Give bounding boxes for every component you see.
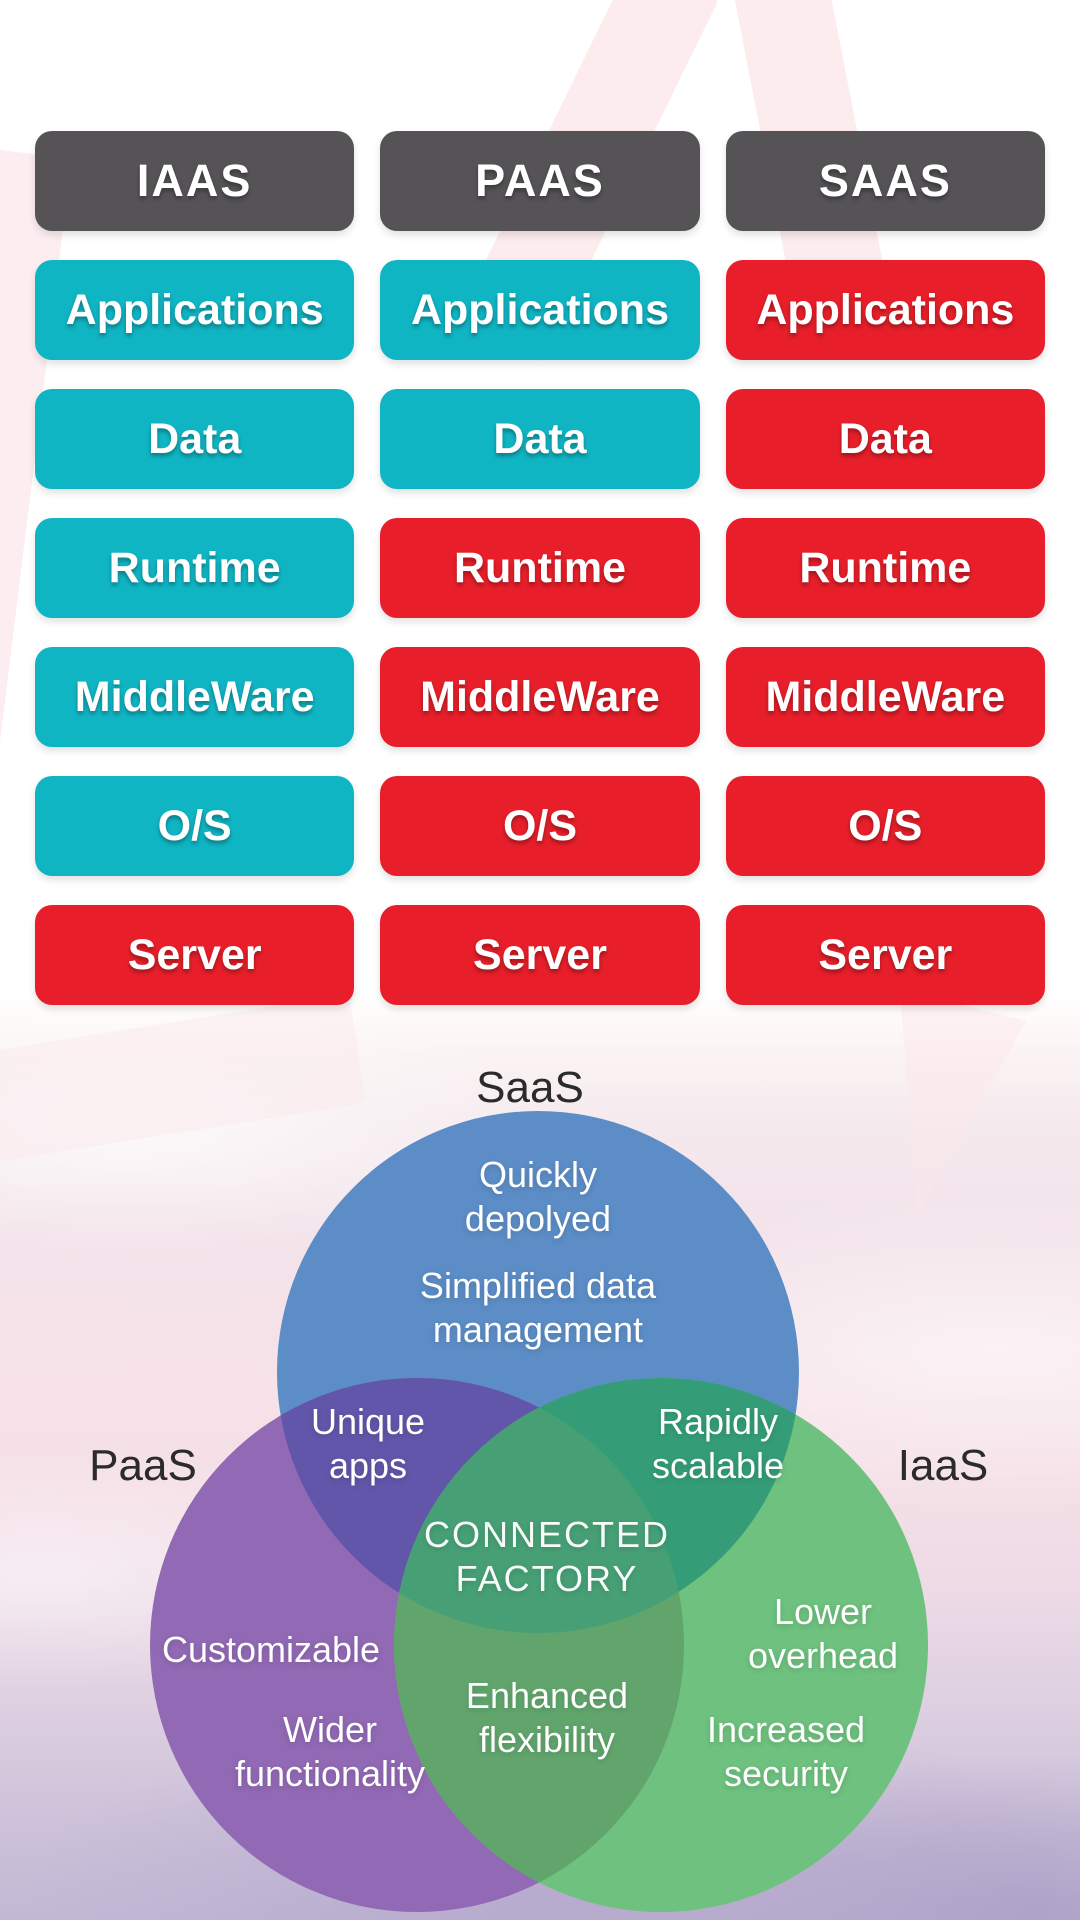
cell-iaas-middleware: MiddleWare: [35, 647, 355, 747]
iaas-benefit-increased-security: Increased security: [706, 1709, 866, 1794]
cell-paas-applications: Applications: [380, 260, 700, 360]
header-paas: PAAS: [380, 131, 700, 231]
cell-paas-data: Data: [380, 389, 700, 489]
cell-iaas-runtime: Runtime: [35, 518, 355, 618]
cell-saas-data: Data: [725, 389, 1045, 489]
venn-diagram: [150, 1111, 928, 1912]
iaas-benefit-lower-overhead: Lower overhead: [747, 1591, 899, 1676]
saas-iaas-benefit-rapidly-scalable: Rapidly scalable: [651, 1401, 785, 1486]
saas-benefit-simplified-data: Simplified data management: [419, 1265, 657, 1350]
header-iaas: IAAS: [35, 131, 355, 231]
paas-benefit-wider-functionality: Wider functionality: [234, 1709, 426, 1794]
triple-overlap: [394, 1378, 684, 1633]
cell-saas-server: Server: [725, 905, 1045, 1005]
cell-iaas-applications: Applications: [35, 260, 355, 360]
center-connected-factory: CONNECTED FACTORY: [423, 1514, 671, 1599]
cell-saas-middleware: MiddleWare: [725, 647, 1045, 747]
cell-iaas-os: O/S: [35, 776, 355, 876]
saas-paas-benefit-unique-apps: Unique apps: [310, 1401, 426, 1486]
cell-iaas-server: Server: [35, 905, 355, 1005]
header-saas: SAAS: [725, 131, 1045, 231]
cell-iaas-data: Data: [35, 389, 355, 489]
paas-label: PaaS: [89, 1441, 197, 1490]
paas-iaas-benefit-enhanced-flexibility: Enhanced flexibility: [465, 1675, 629, 1760]
saas-benefit-quickly-deployed: Quickly depolyed: [464, 1154, 612, 1239]
iaas-label: IaaS: [897, 1441, 989, 1490]
service-stack-grid: IAAS PAAS SAAS Applications Applications…: [35, 131, 1045, 1005]
paas-benefit-customizable: Customizable: [161, 1629, 381, 1670]
cell-saas-runtime: Runtime: [725, 518, 1045, 618]
cell-paas-server: Server: [380, 905, 700, 1005]
cell-saas-applications: Applications: [725, 260, 1045, 360]
cell-paas-runtime: Runtime: [380, 518, 700, 618]
cell-saas-os: O/S: [725, 776, 1045, 876]
saas-label: SaaS: [476, 1063, 584, 1112]
cell-paas-middleware: MiddleWare: [380, 647, 700, 747]
cell-paas-os: O/S: [380, 776, 700, 876]
